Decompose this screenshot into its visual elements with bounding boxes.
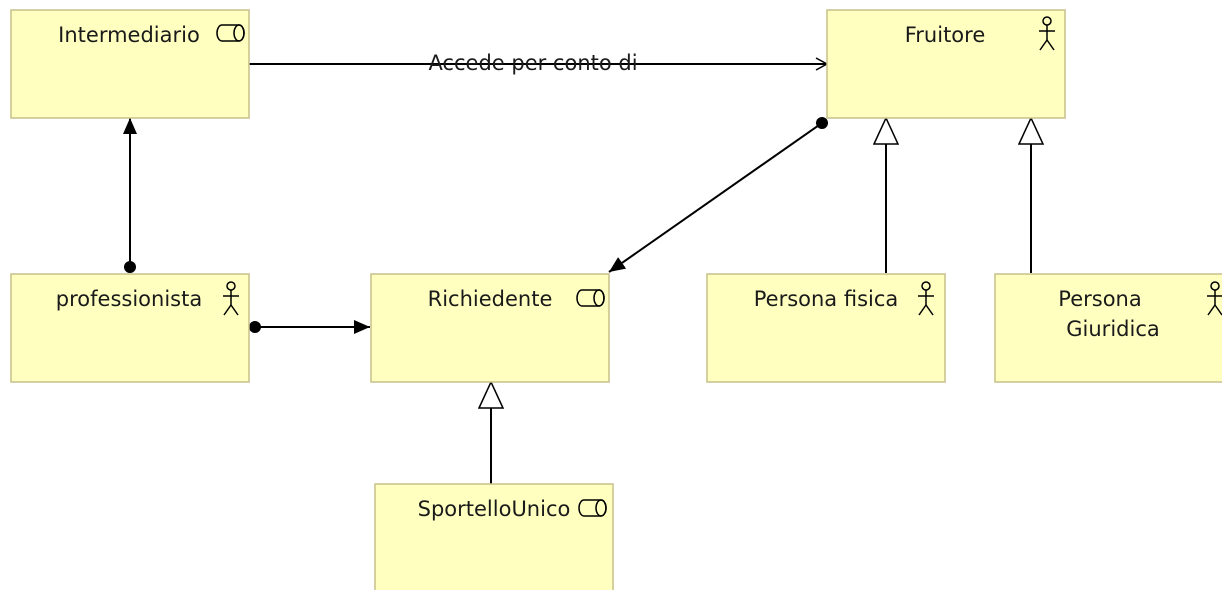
node-label: Richiedente [428,287,553,311]
node-box[interactable] [374,483,614,590]
relation-professionista-intermediario[interactable] [123,118,137,273]
node-box[interactable] [826,9,1066,119]
node-box[interactable] [10,273,250,383]
node-label-line2: Giuridica [1066,317,1159,341]
node-intermediario[interactable]: Intermediario [10,9,250,119]
relation-label: Accede per conto di [428,51,637,75]
node-box[interactable] [706,273,946,383]
role-icon [216,24,245,42]
role-icon [578,499,607,517]
assignment-dot [816,117,828,129]
relation-professionista-richiedente[interactable] [249,320,370,334]
node-label: Persona fisica [754,287,899,311]
node-richiedente[interactable]: Richiedente [370,273,610,383]
node-label-line1: Persona [1058,287,1141,311]
node-professionista[interactable]: professionista [10,273,250,383]
assignment-line[interactable] [608,122,823,273]
node-label: Intermediario [58,23,200,47]
node-box[interactable] [370,273,610,383]
assignment-dot [124,261,136,273]
node-label: SportelloUnico [418,497,571,521]
node-box[interactable] [994,273,1222,383]
node-label: Fruitore [905,23,986,47]
actor-icon [918,281,934,316]
node-label: professionista [56,287,202,311]
role-icon [576,289,605,307]
actor-icon [1207,281,1222,316]
actor-icon [1039,16,1055,51]
node-persona-giuridica[interactable]: Persona Giuridica [994,273,1222,383]
node-persona-fisica[interactable]: Persona fisica [706,273,946,383]
actor-icon [223,281,239,316]
node-box[interactable] [10,9,250,119]
node-sportello-unico[interactable]: SportelloUnico [374,483,614,590]
relation-fruitore-richiedente[interactable] [608,117,828,273]
assignment-dot [249,321,261,333]
node-fruitore[interactable]: Fruitore [826,9,1066,119]
